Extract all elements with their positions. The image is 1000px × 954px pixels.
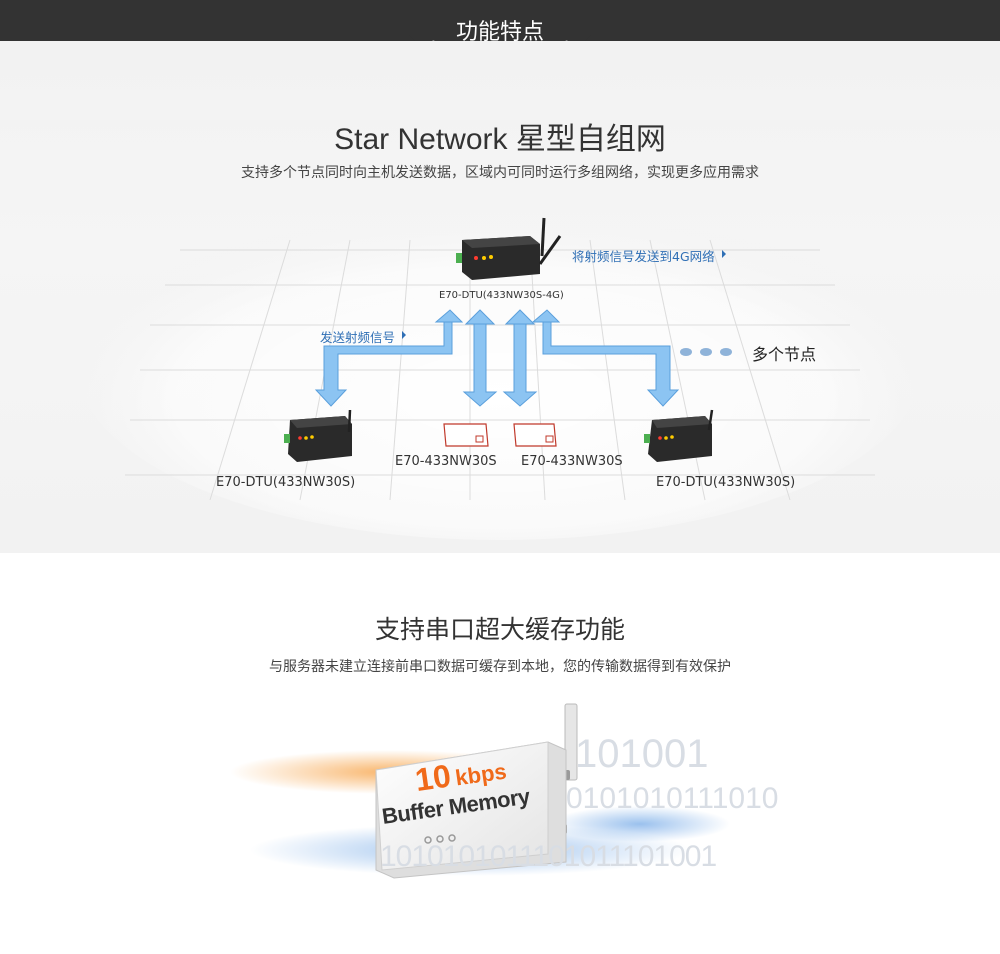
left-dtu-label: E70-DTU(433NW30S) bbox=[216, 475, 356, 490]
speed-unit: kbps bbox=[453, 758, 509, 791]
section-header-title: 功能特点 bbox=[455, 20, 544, 45]
gateway-4g-text: 将射频信号发送到4G网络 bbox=[572, 249, 715, 264]
buffer-illustration bbox=[230, 703, 730, 879]
buffer-title: 支持串口超大缓存功能 bbox=[374, 615, 625, 644]
right-dtu-device bbox=[644, 409, 714, 462]
left-dtu-device bbox=[284, 409, 352, 462]
star-network-subtitle: 支持多个节点同时向主机发送数据，区域内可同时运行多组网络，实现更多应用需求 bbox=[241, 165, 759, 181]
gateway-dtu-device bbox=[456, 217, 562, 280]
module-1-label: E70-433NW30S bbox=[395, 454, 497, 469]
module-2-label: E70-433NW30S bbox=[521, 454, 623, 469]
speed-number: 10 bbox=[412, 757, 454, 799]
header-bar bbox=[0, 0, 1000, 41]
star-network-title: Star Network 星型自组网 bbox=[334, 123, 666, 156]
send-rf-pointer bbox=[402, 331, 406, 339]
gateway-label: E70-DTU(433NW30S-4G) bbox=[439, 290, 564, 301]
module-2-board bbox=[513, 423, 557, 447]
gateway-arrow-pointer bbox=[722, 250, 726, 258]
binary-stream-1: 101001 bbox=[575, 732, 709, 776]
module-1-board bbox=[443, 423, 489, 447]
buffer-subtitle: 与服务器未建立连接前串口数据可缓存到本地，您的传输数据得到有效保护 bbox=[269, 659, 731, 675]
signal-arrows bbox=[314, 309, 680, 407]
binary-stream-2: 0101010111010 bbox=[566, 782, 779, 815]
more-nodes-label: 多个节点 bbox=[752, 345, 817, 364]
more-nodes-dots bbox=[680, 348, 732, 356]
star-network-diagram bbox=[284, 217, 732, 462]
right-dtu-label: E70-DTU(433NW30S) bbox=[656, 475, 796, 490]
send-rf-text: 发送射频信号 bbox=[320, 330, 396, 345]
binary-stream-3: 1010101011101011101001 bbox=[380, 840, 717, 873]
